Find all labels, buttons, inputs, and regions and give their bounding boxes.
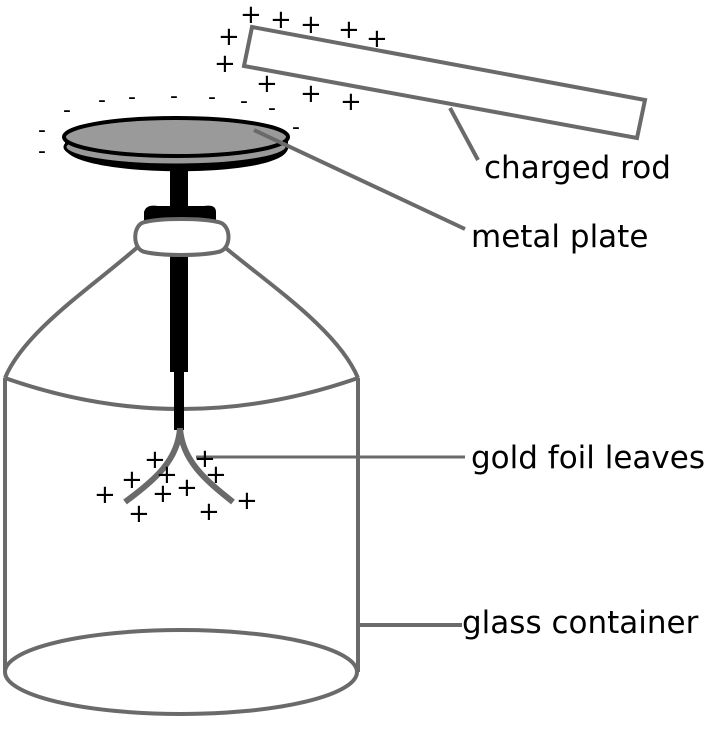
minus-sign: - (240, 89, 248, 114)
plus-sign: + (194, 444, 216, 474)
plus-sign: + (128, 499, 150, 529)
gold-leaf-right (177, 427, 235, 505)
label-metal-plate: metal plate (471, 219, 648, 255)
plus-sign: + (198, 497, 220, 527)
container-shoulder-right (220, 243, 360, 379)
rod-charges: + + + + + + + + + + (214, 0, 388, 117)
leaf-charges: + + + + + + + + + + + (94, 444, 258, 529)
plus-sign: + (152, 479, 174, 509)
plus-sign: + (121, 465, 143, 495)
label-charged-rod: charged rod (484, 150, 671, 186)
stopper (133, 217, 231, 257)
minus-sign: - (128, 85, 136, 110)
minus-sign: - (63, 98, 71, 123)
plus-sign: + (240, 0, 262, 30)
plus-sign: + (366, 24, 388, 54)
minus-sign: - (170, 84, 178, 109)
plus-sign: + (94, 480, 116, 510)
leader-rod (448, 107, 480, 161)
label-glass-container: glass container (462, 605, 699, 641)
minus-sign: - (38, 118, 46, 143)
plus-sign: + (205, 460, 227, 490)
plus-sign: + (144, 445, 166, 475)
stem-lower (170, 250, 188, 372)
container-base (3, 628, 359, 716)
plus-sign: + (300, 10, 322, 40)
stem-upper (170, 168, 188, 212)
stem-thin (174, 372, 184, 430)
plus-sign: + (156, 460, 178, 490)
plus-sign: + (270, 5, 292, 35)
container-shoulder-left (3, 243, 142, 379)
plus-sign: + (338, 15, 360, 45)
minus-sign: - (98, 88, 106, 113)
metal-plate (62, 116, 290, 158)
plus-sign: + (256, 69, 278, 99)
leader-plate (253, 128, 466, 231)
plate-charges: - - - - - - - - - - (38, 84, 300, 164)
plus-sign: + (176, 473, 198, 503)
minus-sign: - (268, 96, 276, 121)
minus-sign: - (38, 139, 46, 164)
plus-sign: + (236, 486, 258, 516)
minus-sign: - (208, 85, 216, 110)
charged-rod (241, 24, 648, 141)
minus-sign: - (292, 115, 300, 140)
plus-sign: + (300, 79, 322, 109)
plus-sign: + (214, 49, 236, 79)
plus-sign: + (218, 22, 240, 52)
plus-sign: + (340, 87, 362, 117)
label-gold-foil-leaves: gold foil leaves (471, 440, 705, 476)
